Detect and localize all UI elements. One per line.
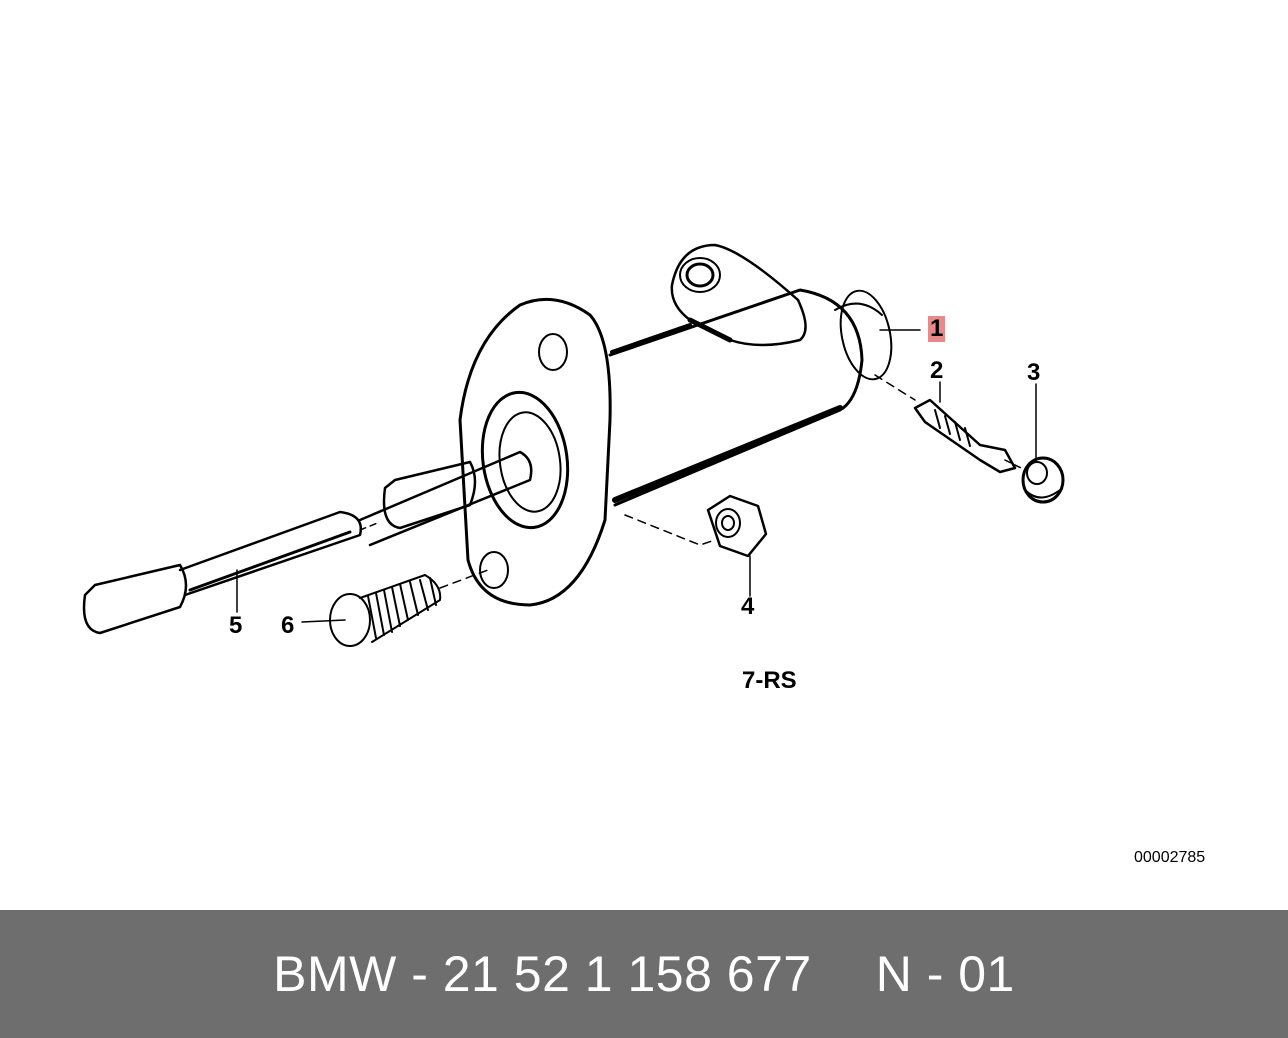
image-id: 00002785 xyxy=(1134,849,1206,866)
diagram-drawing xyxy=(82,243,1065,647)
leader-lines xyxy=(236,329,1037,623)
dust-cap xyxy=(1021,456,1065,504)
position-code: N - 01 xyxy=(875,946,1015,1002)
nut xyxy=(706,494,768,558)
callout-1[interactable]: 1 xyxy=(928,315,946,342)
bolt xyxy=(329,574,442,647)
slave-cylinder xyxy=(458,243,893,607)
callout-2[interactable]: 2 xyxy=(930,357,944,384)
callout-3[interactable]: 3 xyxy=(1027,359,1041,386)
callout-6[interactable]: 6 xyxy=(281,612,295,639)
group-code: 7-RS xyxy=(742,667,797,694)
footer-bar: BMW - 21 52 1 158 677 N - 01 xyxy=(0,910,1288,1038)
bleeder-valve xyxy=(913,398,1017,474)
push-rod xyxy=(82,450,533,635)
part-number: BMW - 21 52 1 158 677 xyxy=(273,946,812,1002)
parts-diagram: 1 2 3 4 5 6 7-RS 00002785 xyxy=(82,243,1206,866)
footer-caption: BMW - 21 52 1 158 677 N - 01 xyxy=(0,910,1288,1038)
callout-5[interactable]: 5 xyxy=(229,612,243,639)
callout-4[interactable]: 4 xyxy=(741,593,755,620)
